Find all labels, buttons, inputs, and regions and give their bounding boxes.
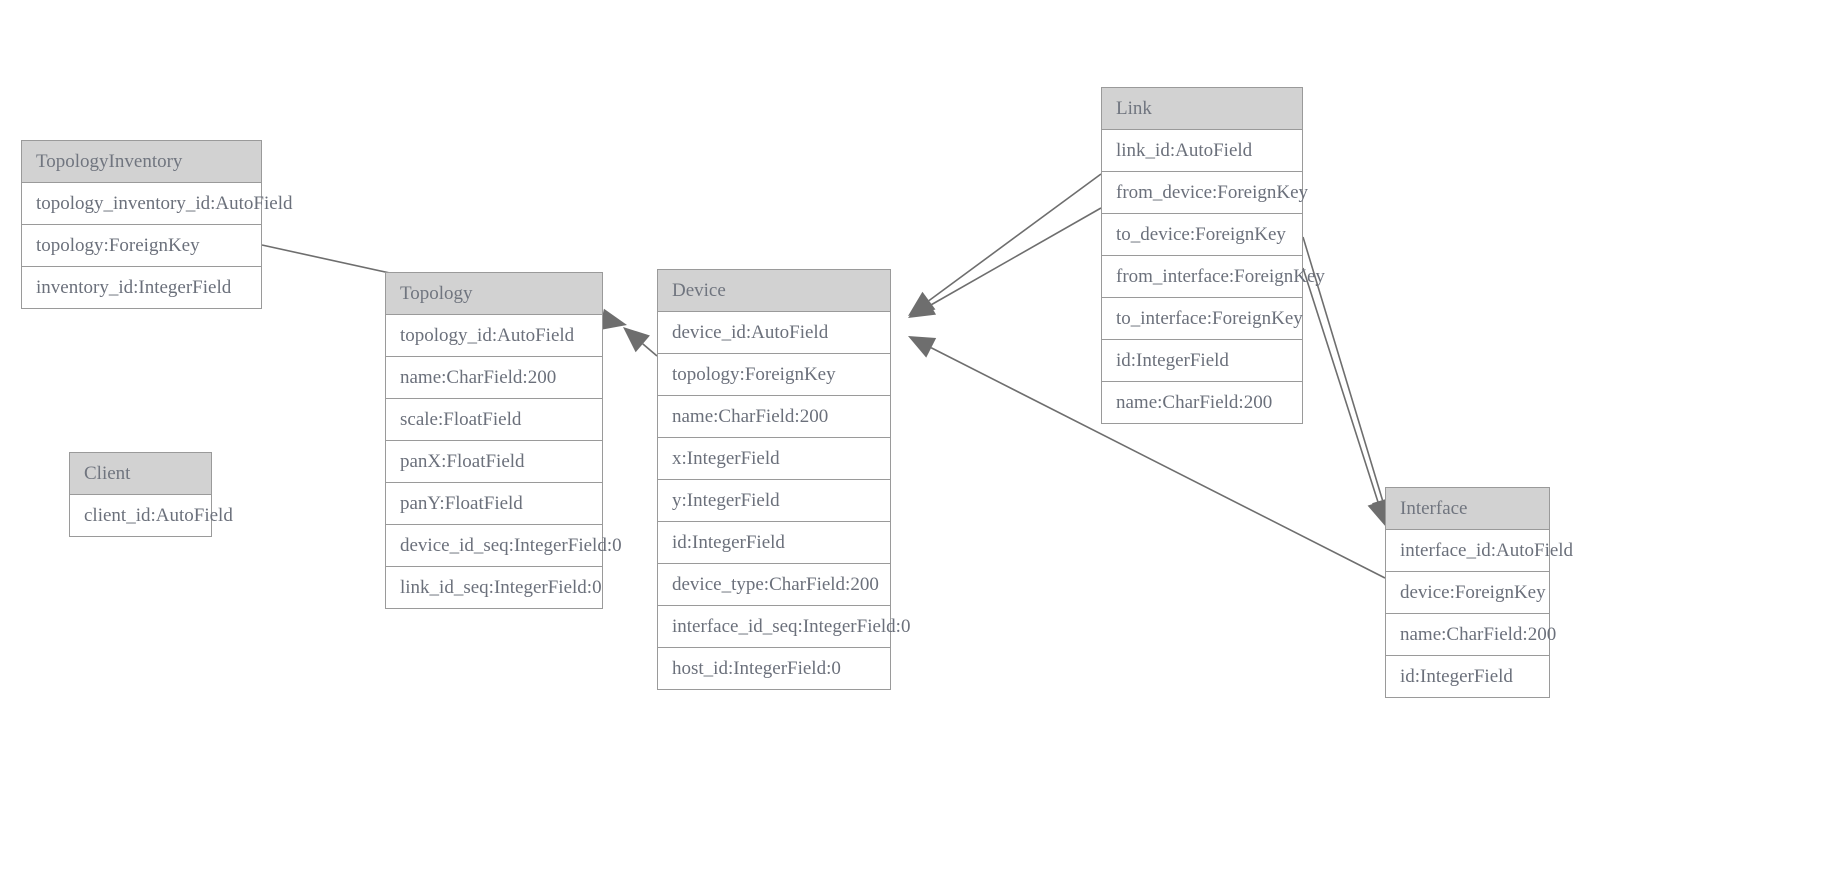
relationship-line: [928, 173, 1102, 302]
relationship-device-topology: [623, 327, 658, 357]
entity-field: panY:FloatField: [386, 483, 602, 525]
entity-field: device_id_seq:IntegerField:0: [386, 525, 622, 567]
entity-field: client_id:AutoField: [70, 495, 233, 536]
entity-field: topology_id:AutoField: [386, 315, 602, 357]
entity-field: name:CharField:200: [1386, 614, 1556, 656]
relationship-line: [930, 207, 1102, 306]
entity-field: name:CharField:200: [1102, 382, 1302, 423]
entity-title-client: Client: [70, 453, 211, 495]
relationship-link-to-interface: [1302, 267, 1389, 527]
entity-field: from_device:ForeignKey: [1102, 172, 1308, 214]
relationship-link-to-device: [908, 207, 1102, 318]
entity-field: to_interface:ForeignKey: [1102, 298, 1303, 340]
entity-field: link_id:AutoField: [1102, 130, 1302, 172]
entity-field: host_id:IntegerField:0: [658, 648, 890, 689]
entity-title-link: Link: [1102, 88, 1302, 130]
entity-title-topology: Topology: [386, 273, 602, 315]
entity-field: id:IntegerField: [1386, 656, 1549, 697]
entity-field: device_id:AutoField: [658, 312, 890, 354]
entity-title-device: Device: [658, 270, 890, 312]
relationship-arrowhead: [599, 308, 627, 331]
relationship-arrowhead: [908, 291, 936, 316]
entity-field: to_device:ForeignKey: [1102, 214, 1302, 256]
entity-field: y:IntegerField: [658, 480, 890, 522]
entity-field: name:CharField:200: [386, 357, 602, 399]
entity-title-interface: Interface: [1386, 488, 1549, 530]
entity-field: device_type:CharField:200: [658, 564, 890, 606]
relationship-arrowhead: [623, 327, 650, 353]
entity-title-topology_inventory: TopologyInventory: [22, 141, 261, 183]
entity-field: topology:ForeignKey: [22, 225, 261, 267]
entity-field: panX:FloatField: [386, 441, 602, 483]
entity-field: interface_id_seq:IntegerField:0: [658, 606, 910, 648]
relationship-line: [1302, 267, 1379, 503]
entity-field: device:ForeignKey: [1386, 572, 1549, 614]
entity-field: from_interface:ForeignKey: [1102, 256, 1325, 298]
relationship-arrowhead: [908, 295, 937, 318]
entity-field: id:IntegerField: [658, 522, 890, 564]
entity-field: topology_inventory_id:AutoField: [22, 183, 293, 225]
relationship-arrowhead: [908, 336, 937, 358]
entity-field: topology:ForeignKey: [658, 354, 890, 396]
entity-field: interface_id:AutoField: [1386, 530, 1573, 572]
entity-field: x:IntegerField: [658, 438, 890, 480]
entity-field: id:IntegerField: [1102, 340, 1302, 382]
relationship-line: [642, 343, 658, 357]
entity-field: name:CharField:200: [658, 396, 890, 438]
entity-field: link_id_seq:IntegerField:0: [386, 567, 602, 608]
relationship-link-from-device: [908, 173, 1102, 316]
entity-field: inventory_id:IntegerField: [22, 267, 261, 308]
entity-field: scale:FloatField: [386, 399, 602, 441]
